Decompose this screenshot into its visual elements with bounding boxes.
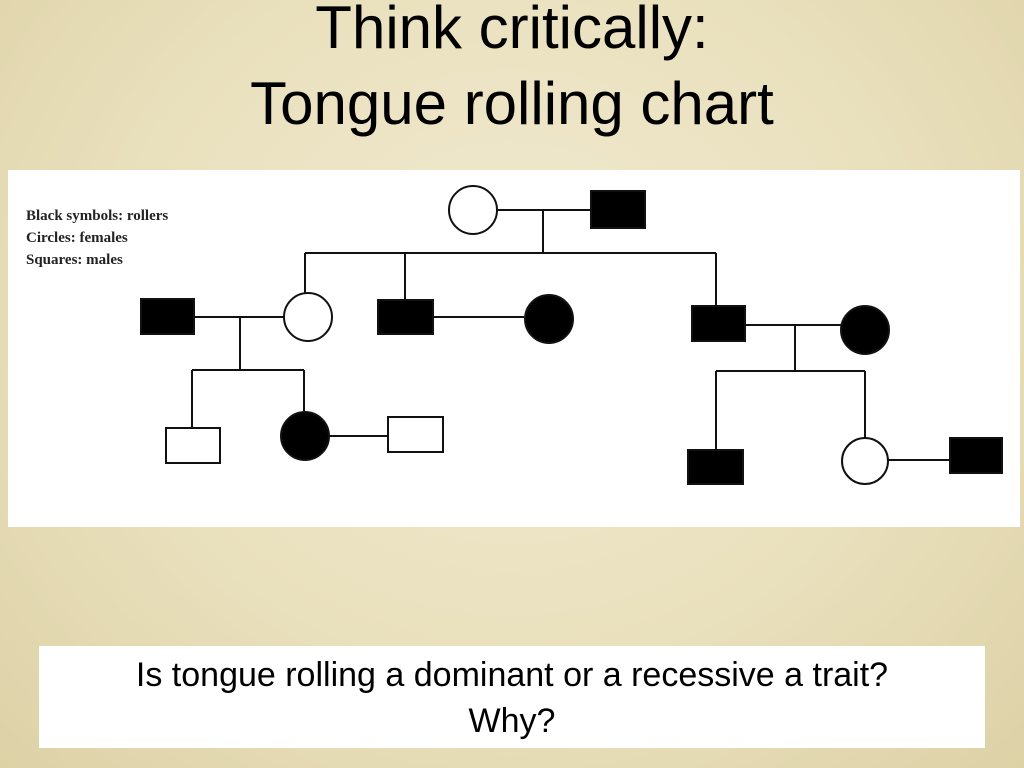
g2-male-roller (377, 299, 434, 335)
g3-female-non-roller (841, 437, 889, 485)
g2-male-roller-spouse (140, 298, 195, 335)
title-line-2: Tongue rolling chart (250, 70, 774, 137)
pedigree-lines (191, 209, 950, 461)
pedigree-chart (140, 185, 1003, 485)
g2-female-roller-spouse (524, 294, 574, 344)
pedigree-symbols (140, 185, 1003, 485)
g3-female-roller (280, 411, 330, 461)
legend-circles: Circles: females (26, 230, 128, 246)
pedigree-panel: Black symbols: rollers Circles: females … (8, 170, 1020, 527)
g2-male-roller-right (691, 305, 746, 342)
legend: Black symbols: rollers Circles: females … (26, 205, 168, 271)
question-line-2: Why? (468, 702, 556, 740)
legend-squares: Squares: males (26, 252, 123, 268)
title-line-1: Think critically: (315, 0, 709, 61)
g3-male-non-roller-spouse (387, 416, 444, 453)
slide-title: Think critically: Tongue rolling chart (0, 0, 1024, 142)
legend-black-symbols: Black symbols: rollers (26, 208, 169, 224)
g3-male-roller (687, 449, 744, 485)
question-line-1: Is tongue rolling a dominant or a recess… (135, 656, 889, 694)
g1-male-roller (590, 190, 646, 229)
g2-female-non-roller (283, 292, 333, 342)
g1-female-non-roller (448, 185, 498, 235)
g3-male-non-roller (165, 427, 221, 464)
question-box: Is tongue rolling a dominant or a recess… (39, 646, 985, 748)
g2-female-roller-spouse-right (840, 305, 890, 355)
g3-male-roller-spouse (949, 437, 1003, 474)
